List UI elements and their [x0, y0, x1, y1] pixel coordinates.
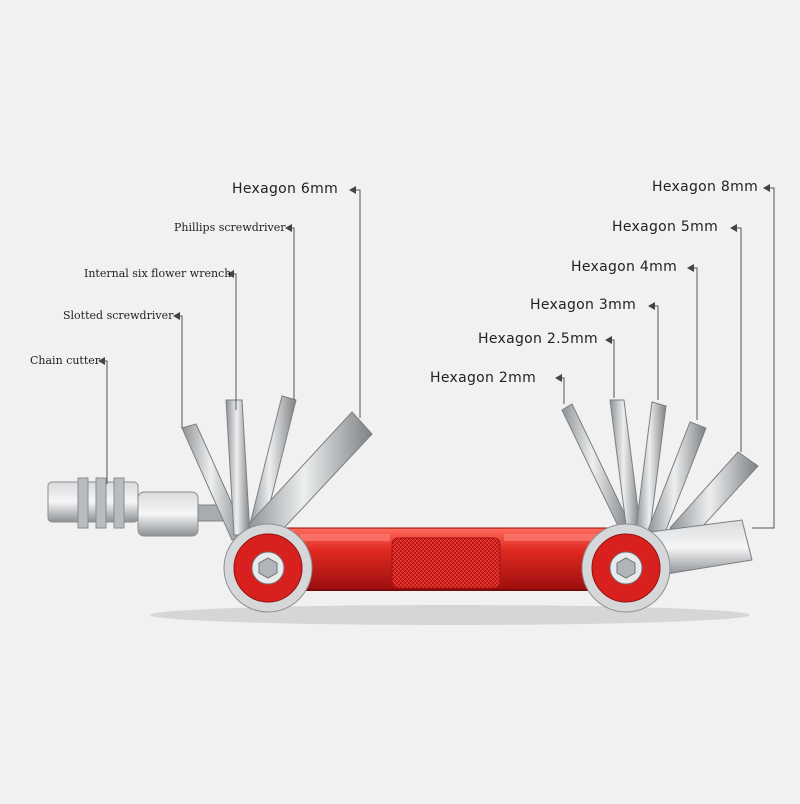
label-torx-wrench: Internal six flower wrench — [84, 267, 232, 280]
left-pivot-bolt — [223, 523, 313, 613]
label-hexagon-3mm: Hexagon 3mm — [530, 297, 637, 313]
label-chain-cutter: Chain cutter — [30, 354, 101, 367]
red-handle — [235, 527, 657, 591]
shadow — [150, 605, 750, 625]
left-callout-arrows — [98, 186, 356, 365]
label-hexagon-6mm: Hexagon 6mm — [232, 181, 339, 197]
label-slotted-screwdriver: Slotted screwdriver — [63, 309, 174, 322]
label-hexagon-4mm: Hexagon 4mm — [571, 259, 678, 275]
label-hexagon-5mm: Hexagon 5mm — [612, 219, 719, 235]
label-hexagon-2mm: Hexagon 2mm — [430, 370, 537, 386]
label-hexagon-8mm: Hexagon 8mm — [652, 179, 759, 195]
label-phillips-screwdriver: Phillips screwdriver — [174, 221, 286, 234]
right-pivot-bolt — [581, 523, 671, 613]
right-callout-arrows — [555, 184, 770, 382]
label-hexagon-2-5mm: Hexagon 2.5mm — [478, 331, 598, 347]
